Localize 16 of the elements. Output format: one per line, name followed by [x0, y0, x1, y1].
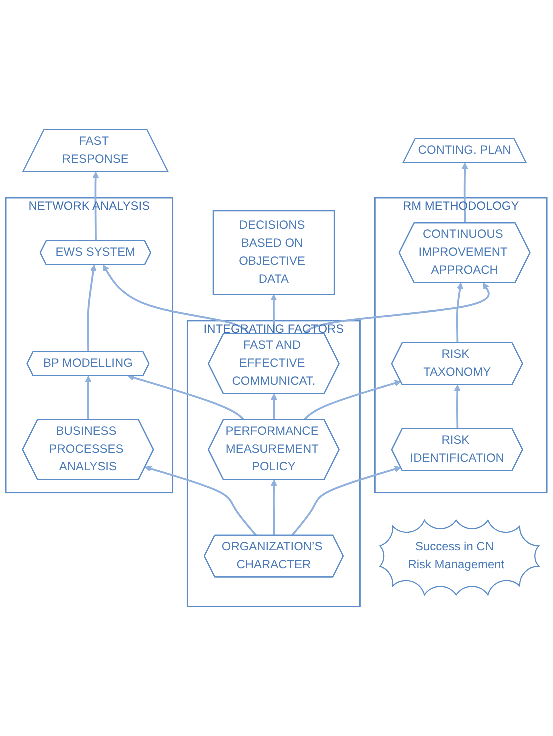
arrow	[270, 294, 278, 334]
arrow	[454, 384, 461, 429]
node-box: DECISIONS BASED ON OBJECTIVE DATA	[212, 210, 336, 295]
arrow	[292, 466, 402, 536]
arrow	[304, 282, 490, 335]
arrow	[456, 282, 464, 343]
arrow	[270, 479, 278, 536]
arrow	[128, 374, 245, 421]
arrow	[85, 376, 92, 420]
arrow	[103, 264, 250, 335]
arrow	[304, 380, 402, 421]
arrow	[92, 172, 100, 241]
arrow	[270, 393, 278, 420]
arrow	[87, 264, 97, 352]
arrow	[462, 162, 468, 224]
arrow	[145, 466, 258, 536]
